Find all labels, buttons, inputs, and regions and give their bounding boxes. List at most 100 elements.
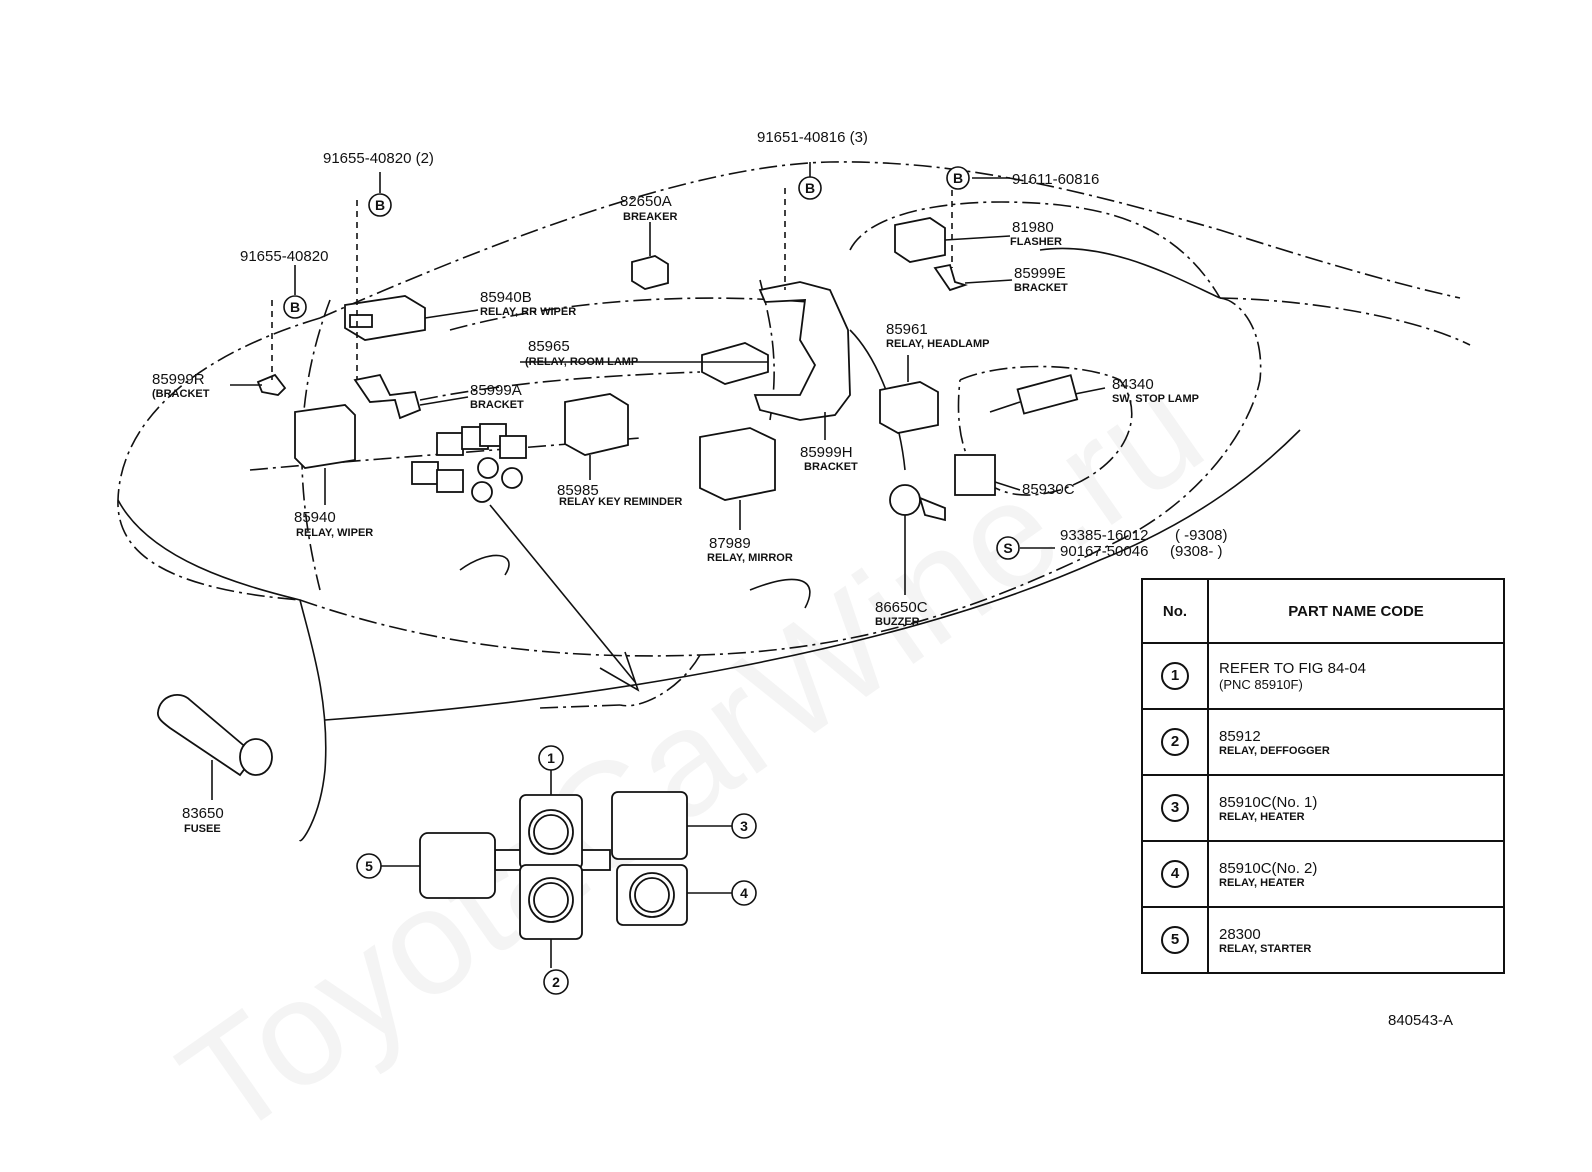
buzzer [889,484,946,522]
svg-text:B: B [290,299,300,315]
bracket-85999a [353,373,422,420]
svg-text:86650C: 86650C [875,599,928,616]
svg-text:91611-60816: 91611-60816 [1012,171,1099,188]
svg-text:85999R: 85999R [152,371,205,388]
svg-text:(9308- ): (9308- ) [1170,543,1223,560]
s-part-list: 93385-16012 ( -9308) 90167-50046 (9308- … [1060,527,1228,560]
svg-text:(RELAY, ROOM LAMP: (RELAY, ROOM LAMP [525,356,638,368]
svg-text:85965: 85965 [528,338,570,355]
parts-diagram: B B B B S 91655-40820 (2) 91655-40820 82… [117,129,1471,995]
row-code: REFER TO FIG 84-04 [1219,660,1366,677]
fastener-s: S [996,536,1020,560]
relay-block-detail [381,770,732,968]
svg-text:82650A: 82650A [620,193,672,210]
callout-91611-60816: 91611-60816 [1012,171,1099,188]
header-no: No. [1141,578,1209,644]
row-number: 5 [1161,926,1189,954]
svg-text:S: S [1003,540,1012,556]
row-desc: (PNC 85910F) [1219,677,1303,692]
svg-text:85940B: 85940B [480,289,532,306]
row-desc: RELAY, HEATER [1219,876,1305,889]
svg-text:B: B [375,197,385,213]
relay-mirror [699,427,776,501]
svg-text:BREAKER: BREAKER [623,211,677,223]
svg-text:3: 3 [740,818,748,834]
relay-cluster [411,423,527,503]
relay-wiper [294,404,356,469]
switch-85930c [954,454,996,496]
row-code: 85910C(No. 1) [1219,793,1318,811]
svg-text:85985: 85985 [557,482,599,499]
svg-text:84340: 84340 [1112,376,1154,393]
row-code: 85912 [1219,727,1261,745]
part-name-code-table: No. PART NAME CODE 1 REFER TO FIG 84-04(… [1141,578,1505,974]
svg-text:81980: 81980 [1012,219,1054,236]
fastener-b-2: B [283,295,307,319]
relay-room-lamp [701,342,769,385]
table-row: 4 85910C(No. 2)RELAY, HEATER [1141,840,1505,908]
svg-text:FUSEE: FUSEE [184,823,221,835]
svg-text:BUZZER: BUZZER [875,616,920,628]
svg-text:BRACKET: BRACKET [1014,282,1068,294]
fastener-b-1: B [368,193,392,217]
svg-text:BRACKET: BRACKET [804,461,858,473]
bracket-85999h [753,281,851,421]
svg-text:RELAY KEY REMINDER: RELAY KEY REMINDER [559,496,682,508]
bracket-85999r [256,373,287,396]
table-header-row: No. PART NAME CODE [1141,578,1505,644]
svg-text:1: 1 [547,750,555,766]
callout-91655-40820: 91655-40820 [240,248,328,265]
table-row: 3 85910C(No. 1)RELAY, HEATER [1141,774,1505,842]
svg-text:RELAY, MIRROR: RELAY, MIRROR [707,552,793,564]
svg-text:B: B [953,170,963,186]
svg-text:5: 5 [365,858,373,874]
row-number: 2 [1161,728,1189,756]
row-code: 85910C(No. 2) [1219,859,1318,877]
relay-rr-wiper [344,295,426,341]
flasher [894,217,946,263]
svg-text:83650: 83650 [182,805,224,822]
svg-text:85961: 85961 [886,321,928,338]
svg-text:(BRACKET: (BRACKET [152,388,210,400]
breaker [631,255,669,290]
leader-lines [211,162,1106,800]
svg-text:( -9308): ( -9308) [1175,527,1228,544]
relay-headlamp [879,381,939,434]
detail-number-2: 2 [543,969,569,995]
svg-text:RELAY, WIPER: RELAY, WIPER [296,527,373,539]
callout-85999r: 85999R(BRACKET [152,371,210,400]
svg-text:85940: 85940 [294,509,336,526]
detail-number-5: 5 [356,853,382,879]
svg-text:91651-40816 (3): 91651-40816 (3) [757,129,868,146]
dashboard-outline [117,161,1471,842]
header-part-name-code: PART NAME CODE [1207,578,1505,644]
detail-number-3: 3 [731,813,757,839]
detail-number-1: 1 [538,745,564,771]
row-desc: RELAY, HEATER [1219,810,1305,823]
detail-number-4: 4 [731,880,757,906]
bracket-85999e [933,263,968,292]
callout-85965: 85965(RELAY, ROOM LAMP [525,338,638,368]
svg-text:B: B [805,180,815,196]
svg-text:85999A: 85999A [470,382,522,399]
fastener-b-4: B [946,166,970,190]
svg-text:BRACKET: BRACKET [470,399,524,411]
svg-text:91655-40820 (2): 91655-40820 (2) [323,150,434,167]
figure-code: 840543-A [1388,1012,1454,1029]
svg-text:2: 2 [552,974,560,990]
row-number: 1 [1161,662,1189,690]
fuse [157,694,273,777]
svg-text:87989: 87989 [709,535,751,552]
callout-91651-40816: 91651-40816 (3) [757,129,868,146]
